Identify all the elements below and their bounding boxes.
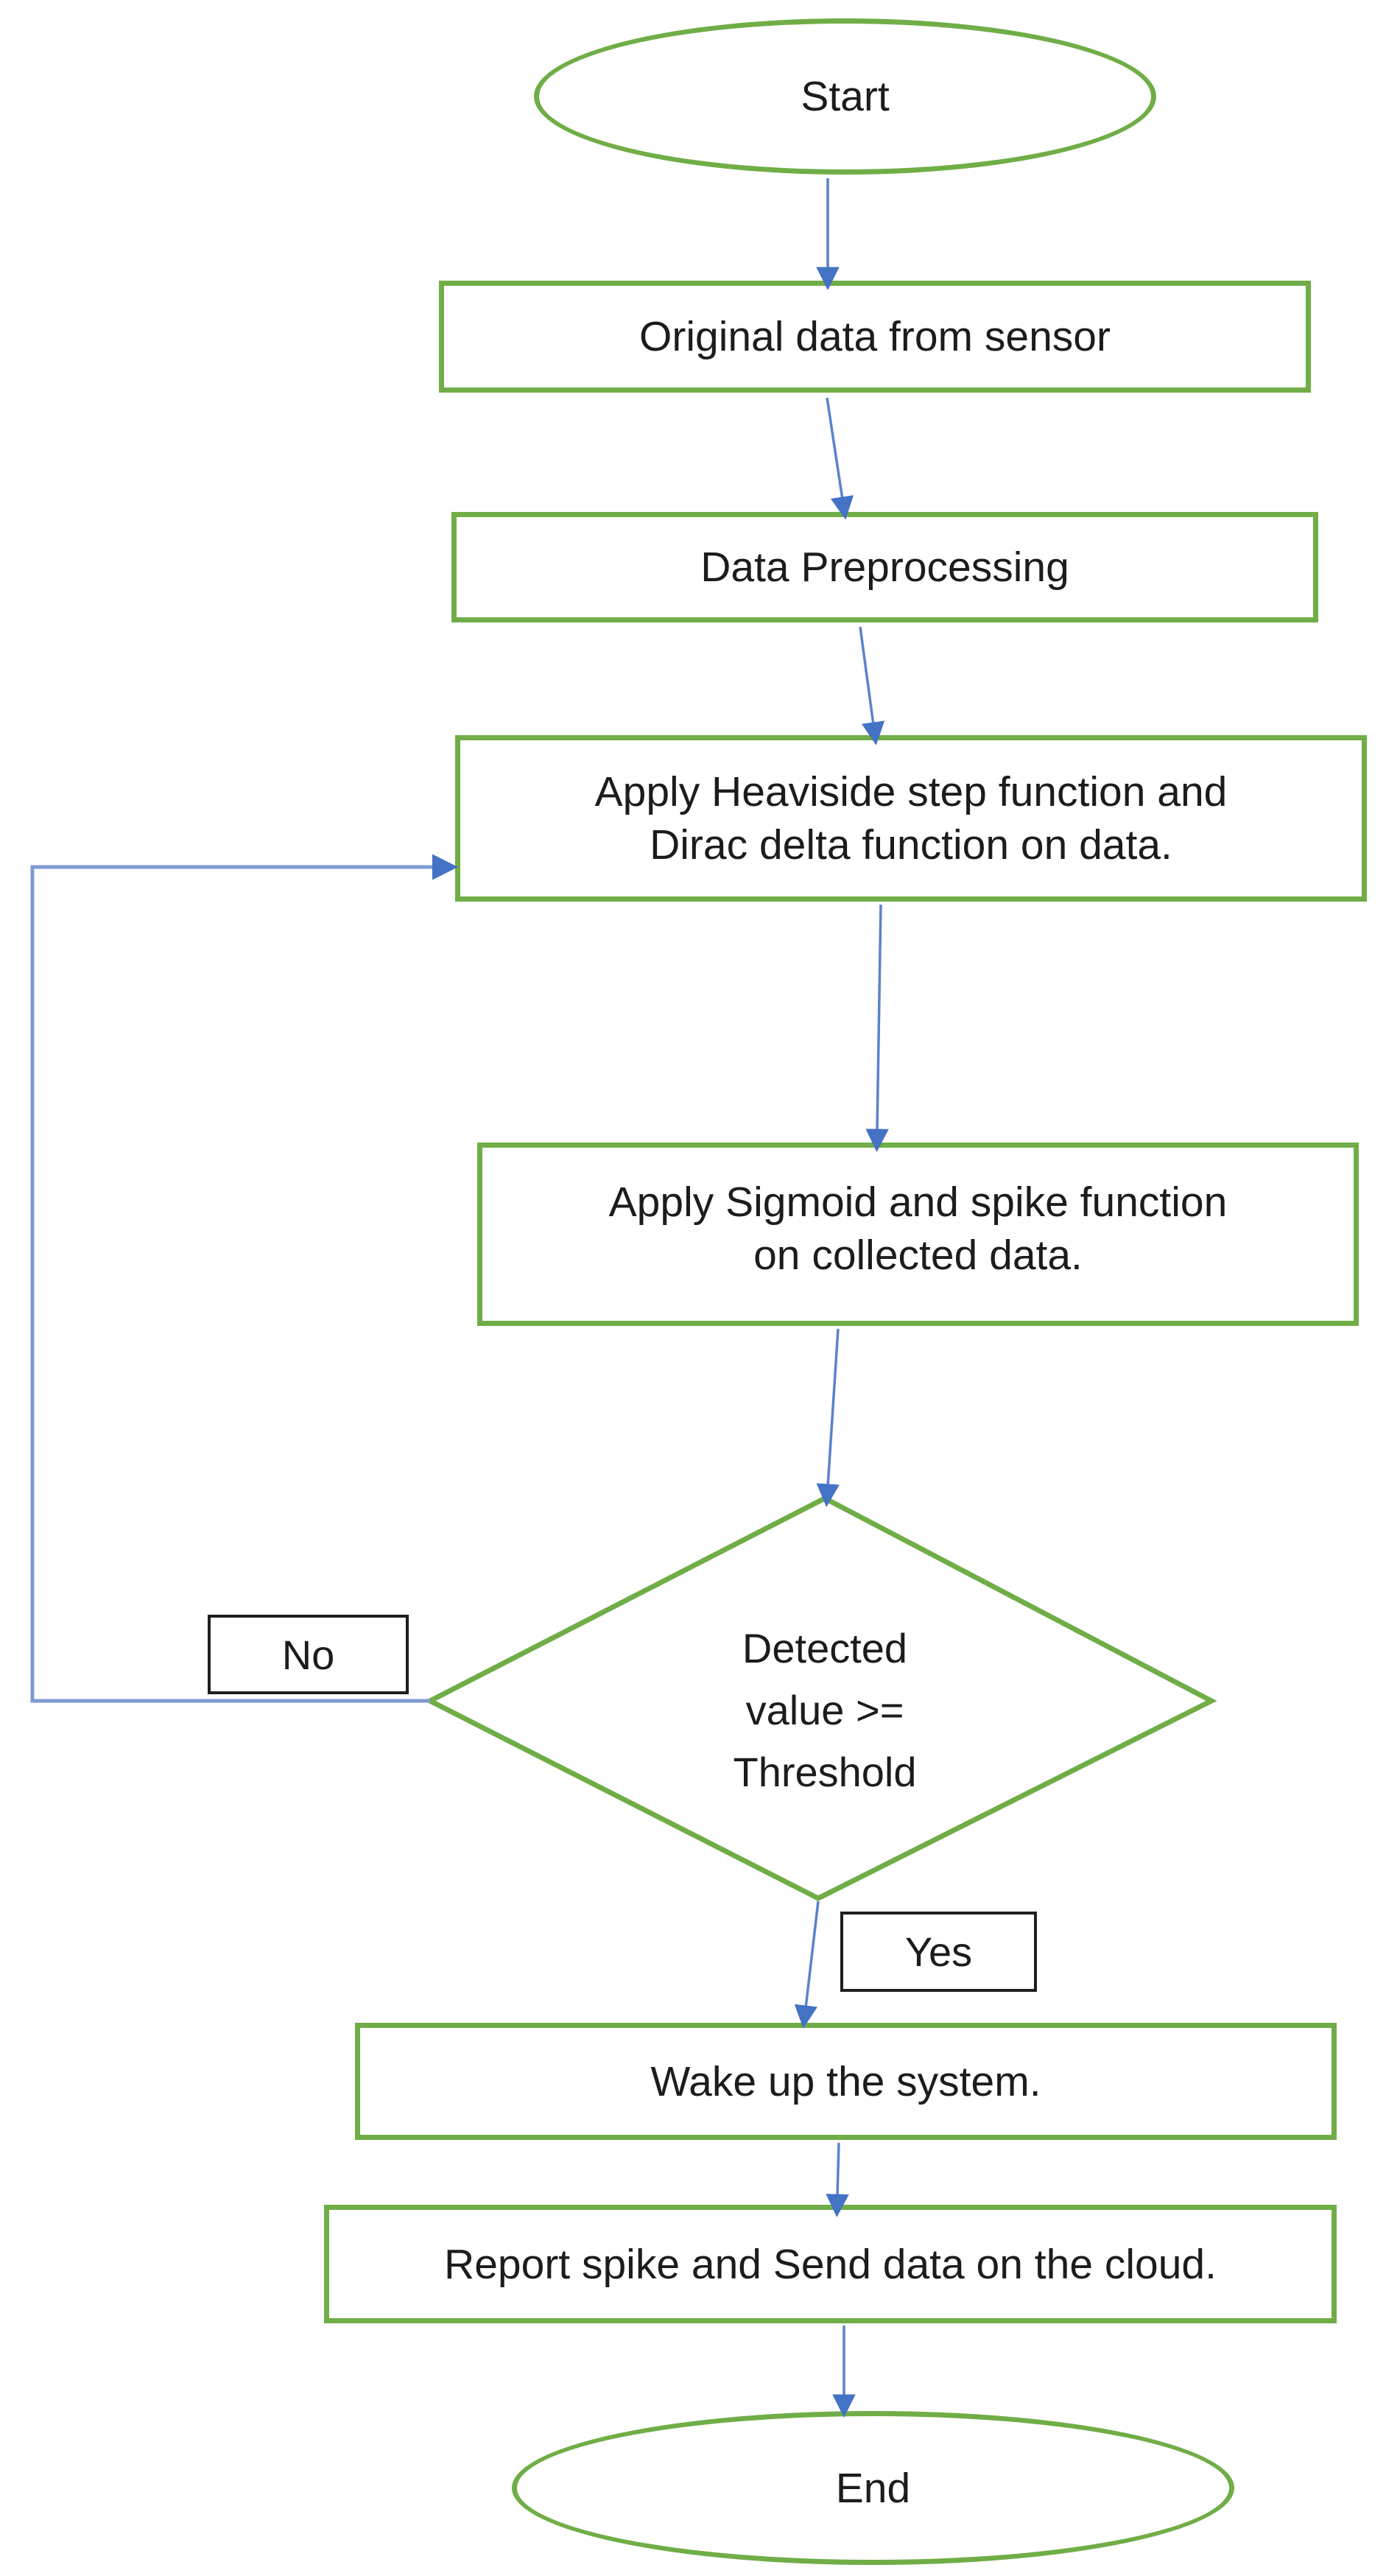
process-preprocessing-node: Data Preprocessing	[451, 512, 1318, 622]
process-original-data-node: Original data from sensor	[439, 281, 1311, 393]
process-heaviside-label-line1: Apply Heaviside step function and	[594, 768, 1228, 815]
process-heaviside-node: Apply Heaviside step function and Dirac …	[455, 735, 1367, 902]
decision-label: Detected value >= Threshold	[589, 1618, 1060, 1803]
edge-heaviside-to-sigmoid	[865, 904, 889, 1152]
process-sigmoid-label-line1: Apply Sigmoid and spike function	[608, 1179, 1228, 1226]
start-node: Start	[534, 18, 1156, 175]
process-report-label: Report spike and Send data on the cloud.	[444, 2240, 1217, 2288]
yes-label-box: Yes	[840, 1912, 1037, 1992]
decision-diamond-shape	[424, 1495, 1217, 1901]
edge-sigmoid-to-decision	[816, 1328, 840, 1507]
end-label: End	[835, 2464, 911, 2512]
process-wake-label: Wake up the system.	[650, 2057, 1041, 2105]
process-heaviside-label-line2: Dirac delta function on data.	[650, 821, 1172, 868]
edge-original-to-preprocessing	[826, 397, 854, 520]
process-report-node: Report spike and Send data on the cloud.	[324, 2205, 1337, 2323]
yes-label: Yes	[904, 1929, 973, 1975]
edge-wake-to-report	[826, 2142, 849, 2217]
no-label-box: No	[208, 1615, 409, 1694]
decision-label-line3: Threshold	[733, 1749, 917, 1795]
start-label: Start	[801, 73, 890, 120]
edge-preprocessing-to-heaviside	[859, 626, 885, 745]
process-original-data-label: Original data from sensor	[639, 313, 1111, 360]
end-node: End	[512, 2411, 1234, 2565]
edge-decision-to-wake-yes	[794, 1901, 820, 2029]
process-sigmoid-node: Apply Sigmoid and spike function on coll…	[477, 1143, 1359, 1326]
no-label: No	[281, 1631, 335, 1678]
edge-decision-to-heaviside-no	[30, 854, 458, 1703]
process-sigmoid-label-line2: on collected data.	[753, 1232, 1083, 1279]
decision-label-line2: value >=	[745, 1687, 904, 1733]
decision-label-line1: Detected	[742, 1625, 908, 1671]
process-preprocessing-label: Data Preprocessing	[700, 544, 1069, 591]
process-wake-node: Wake up the system.	[355, 2023, 1337, 2140]
